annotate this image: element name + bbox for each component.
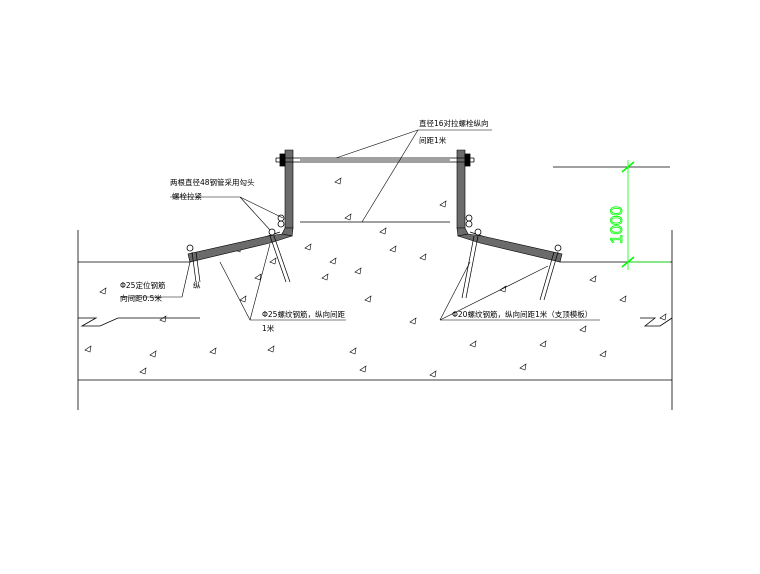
- label-pipe-2: 螺栓拉紧: [172, 191, 202, 201]
- aggregate-triangle: [619, 295, 627, 303]
- aggregate-triangle: [254, 273, 262, 281]
- aggregate-triangle: [429, 370, 437, 378]
- aggregate-triangle: [269, 257, 277, 265]
- aggregate-triangle: [159, 315, 167, 323]
- label-positioning-side: 纵: [193, 281, 201, 290]
- aggregate-triangle: [329, 257, 337, 265]
- aggregate-triangle: [209, 347, 217, 355]
- aggregate-triangle: [539, 340, 547, 348]
- aggregate-triangle: [267, 345, 275, 353]
- aggregate-triangle: [379, 227, 387, 235]
- aggregate-triangle: [359, 365, 367, 373]
- aggregate-triangle: [409, 317, 417, 325]
- concrete-aggregate-marks: [84, 177, 667, 378]
- aggregate-triangle: [439, 200, 447, 208]
- formwork-left: [187, 149, 294, 263]
- label-rebar25-1: Φ25螺纹钢筋，纵向间距: [262, 309, 345, 319]
- label-rebar20: Φ20螺纹钢筋，纵向间距1米（支顶模板）: [452, 309, 592, 319]
- aggregate-triangle: [84, 345, 92, 353]
- aggregate-triangle: [99, 287, 107, 295]
- aggregate-triangle: [149, 350, 157, 358]
- aggregate-triangle: [354, 267, 362, 275]
- leader-lines: [120, 129, 600, 321]
- aggregate-triangle: [659, 313, 667, 321]
- aggregate-triangle: [499, 285, 507, 293]
- dimension-1000: [553, 160, 670, 270]
- aggregate-triangle: [599, 350, 607, 358]
- aggregate-triangle: [239, 295, 247, 303]
- label-positioning-2: 向间距0.5米: [120, 293, 162, 303]
- aggregate-triangle: [344, 213, 352, 221]
- dimension-value: 1000: [607, 206, 626, 244]
- aggregate-triangle: [469, 340, 477, 348]
- aggregate-triangle: [419, 253, 427, 261]
- aggregate-triangle: [589, 275, 597, 283]
- aggregate-triangle: [139, 367, 147, 375]
- rebar-stakes: [191, 235, 559, 301]
- label-positioning-1: Φ25定位钢筋: [120, 280, 166, 290]
- label-pipe-1: 两根直径48钢管采用勾头: [170, 177, 255, 187]
- aggregate-triangle: [579, 325, 587, 333]
- aggregate-triangle: [519, 363, 527, 371]
- formwork-right: [456, 149, 563, 263]
- label-rebar25-2: 1米: [262, 323, 275, 333]
- tie-bolt: [275, 153, 475, 167]
- label-bolt-top-1: 直径16对拉螺栓纵向: [419, 118, 489, 128]
- aggregate-triangle: [304, 243, 312, 251]
- aggregate-triangle: [334, 177, 342, 185]
- aggregate-triangle: [364, 295, 372, 303]
- aggregate-triangle: [349, 347, 357, 355]
- steel-pipes: [186, 214, 562, 252]
- aggregate-triangle: [389, 245, 397, 253]
- aggregate-triangle: [321, 273, 329, 281]
- label-bolt-top-2: 间距1米: [419, 135, 447, 145]
- concrete-outline: [77, 159, 673, 410]
